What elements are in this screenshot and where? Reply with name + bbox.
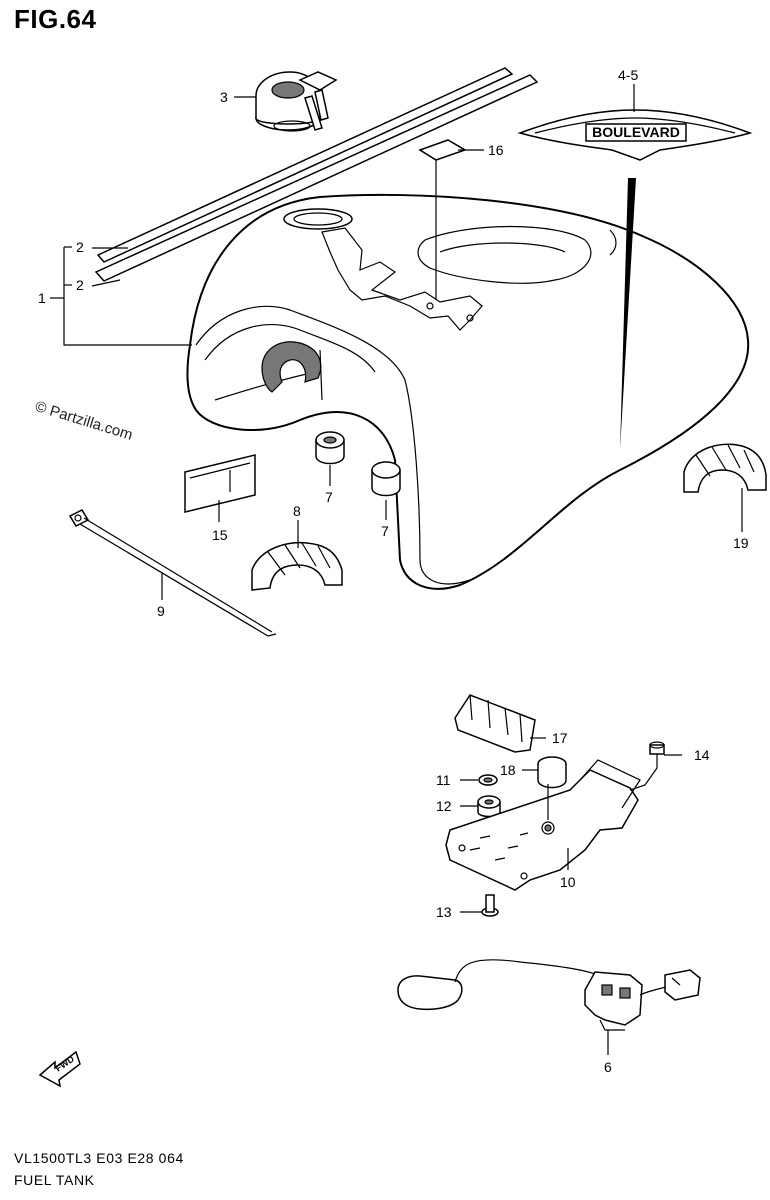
cable-tie[interactable] [68, 509, 277, 637]
callout-16: 16 [488, 142, 504, 158]
callout-10: 10 [560, 874, 576, 890]
grommet-12[interactable] [477, 795, 501, 818]
boulevard-emblem[interactable]: BOULEVARD [517, 109, 753, 161]
cushion-7-lower[interactable] [371, 461, 401, 497]
callout-2-lower: 2 [76, 277, 84, 293]
callout-11: 11 [436, 772, 451, 788]
footer-section-name: FUEL TANK [14, 1172, 95, 1188]
cushion-18[interactable] [537, 756, 567, 789]
callout-7-upper: 7 [325, 489, 333, 505]
trim-strip-upper[interactable] [96, 67, 514, 263]
callout-3: 3 [220, 89, 228, 105]
callout-12: 12 [436, 798, 452, 814]
callout-2-upper: 2 [76, 239, 84, 255]
trim-strip-lower[interactable] [94, 74, 539, 282]
forward-arrow-icon: FWD [38, 1050, 81, 1088]
fuel-tank[interactable] [186, 193, 750, 590]
bracket-10[interactable] [445, 759, 641, 891]
bolt-14[interactable] [649, 741, 665, 768]
rubber-pad-8[interactable] [251, 542, 343, 591]
callout-18: 18 [500, 762, 516, 778]
rubber-block-17[interactable] [454, 694, 536, 753]
callout-19: 19 [733, 535, 749, 551]
fuel-level-sensor[interactable] [397, 959, 701, 1031]
cushion-7-upper[interactable] [315, 431, 345, 465]
callout-15: 15 [212, 527, 228, 543]
leader-lines [50, 84, 743, 1055]
rubber-pad-19[interactable] [683, 443, 767, 493]
callout-6: 6 [604, 1059, 612, 1075]
bolt-13[interactable] [481, 894, 499, 917]
nut-11[interactable] [478, 774, 498, 786]
callout-14: 14 [694, 747, 710, 763]
footer-model-code: VL1500TL3 E03 E28 064 [14, 1150, 184, 1166]
callout-1: 1 [38, 290, 46, 306]
callout-17: 17 [552, 730, 568, 746]
figure-title: FIG.64 [14, 4, 97, 34]
callout-4-5: 4-5 [618, 67, 638, 83]
callout-8: 8 [293, 503, 301, 519]
callout-9: 9 [157, 603, 165, 619]
callout-13: 13 [436, 904, 452, 920]
callout-7-lower: 7 [381, 523, 389, 539]
fuel-cap[interactable] [255, 71, 338, 132]
emblem-logo-text: BOULEVARD [592, 124, 680, 140]
caution-label[interactable] [184, 454, 256, 513]
emblem-position-wedge [620, 178, 636, 450]
callout-labels: 1 2 2 3 4-5 16 15 7 7 8 9 19 17 14 18 11… [38, 67, 749, 1075]
